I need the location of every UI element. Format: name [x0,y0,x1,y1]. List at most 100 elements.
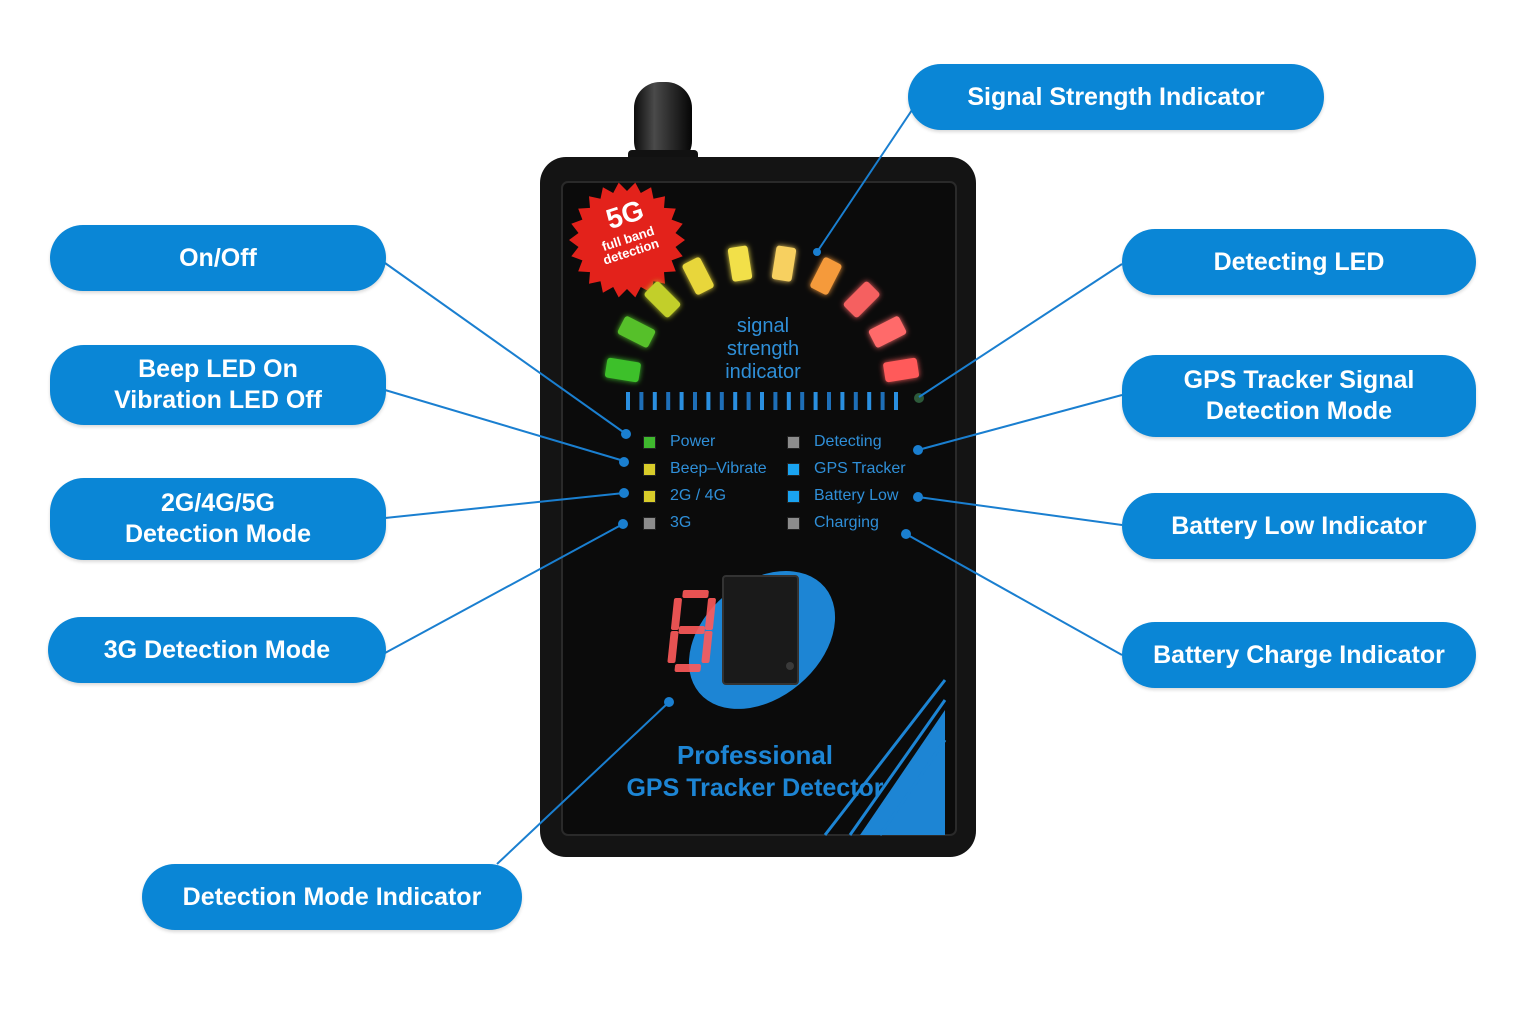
digit-segment-a [682,590,709,598]
mode3g-pointer-dot [618,519,628,529]
digit-segment-f [670,598,682,630]
digit-segment-g [678,626,706,634]
mode-display [688,571,836,709]
tick-16 [827,392,831,410]
tick-4 [666,392,671,410]
signal-segment-2 [617,316,656,348]
signal-strength-caption: signal strength indicator [700,315,826,384]
tick-19 [867,392,872,410]
battery-low-pointer-dot [913,492,923,502]
led-gps-tracker [787,463,800,476]
callout-3g-text: 3G Detection Mode [103,635,331,664]
signal-caption-line3: indicator [725,361,801,383]
led-detecting [787,436,800,449]
callout-battery-low-text: Battery Low Indicator [1171,511,1427,540]
signal-segment-7 [810,257,842,295]
led-label-charging: Charging [814,514,879,531]
5g-badge [569,182,685,298]
brand-line2: GPS Tracker Detector [626,774,884,802]
tick-11 [760,392,764,410]
tick-17 [840,392,845,410]
signal-segment-9 [868,316,907,348]
led-label-gps-tracker: GPS Tracker [814,460,906,477]
digit-segment-b [704,598,716,630]
callout-gps-line1: GPS Tracker Signal [1183,366,1415,394]
tick-14 [800,392,805,410]
led-label-detecting: Detecting [814,433,882,450]
callout-signal-strength-text: Signal Strength Indicator [967,82,1265,111]
callout-gps-line2: Detection Mode [1205,397,1393,425]
signal-caption-line1: signal [736,315,790,337]
tick-1 [626,392,630,410]
digit-segment-d [674,664,702,672]
tick-20 [880,392,885,410]
signal-segment-5 [727,245,753,282]
signal-segment-4 [682,257,714,295]
digit-segment-c [701,631,713,663]
callout-245-line1: 2G/4G/5G [161,489,275,517]
tick-18 [853,392,858,410]
callout-on-off-text: On/Off [179,243,257,272]
callout-detection-mode-indicator: Detection Mode Indicator [142,864,522,930]
tick-6 [693,392,697,410]
gps-pointer-dot [913,445,923,455]
corner-stripe [860,710,945,835]
tick-12 [773,392,778,410]
callout-gps-tracker-mode: GPS Tracker Signal Detection Mode [1122,355,1476,437]
callout-2g4g5g-mode: 2G/4G/5G Detection Mode [50,478,386,560]
callout-3g-mode: 3G Detection Mode [48,617,386,683]
callout-beep-vibration: Beep LED On Vibration LED Off [50,345,386,425]
callout-signal-strength: Signal Strength Indicator [908,64,1324,130]
callout-beep-line1: Beep LED On [138,355,298,383]
onoff-pointer-dot [621,429,631,439]
tick-2 [639,392,644,410]
led-2g-4g [643,490,656,503]
callout-detecting-led: Detecting LED [1122,229,1476,295]
callout-battery-charge-text: Battery Charge Indicator [1153,640,1445,669]
led-label-beep-vibrate: Beep–Vibrate [670,460,767,477]
callout-detecting-led-text: Detecting LED [1213,247,1385,276]
tick-5 [679,392,684,410]
signal-segment-8 [843,281,880,318]
tick-15 [813,392,818,410]
led-label-2g-4g: 2G / 4G [670,487,727,504]
led-label-3g: 3G [670,514,692,531]
leader-lines [384,109,1123,865]
antenna [628,82,698,168]
corner-stripes [823,679,947,836]
callout-battery-charge: Battery Charge Indicator [1122,622,1476,688]
signal-tick-bar [626,392,898,410]
tick-13 [786,392,791,410]
mode245-pointer-dot [619,488,629,498]
tick-7 [706,392,711,410]
signal-pointer-dot [813,248,821,256]
tick-3 [652,392,657,410]
callout-on-off: On/Off [50,225,386,291]
display-pointer-dot [664,697,674,707]
digit-segment-e [667,631,679,663]
signal-segment-10 [883,357,920,383]
signal-segment-1 [604,357,641,383]
tick-21 [894,392,898,410]
signal-arc [604,245,920,383]
signal-segment-3 [644,281,681,318]
callout-beep-line2: Vibration LED Off [114,386,322,414]
led-charging [787,517,800,530]
led-power [643,436,656,449]
signal-caption-line2: strength [726,338,800,360]
tick-8 [719,392,724,410]
led-beep-vibrate [643,463,656,476]
callout-detection-mode-text: Detection Mode Indicator [182,882,482,911]
beep-pointer-dot [619,457,629,467]
callout-245-line2: Detection Mode [124,520,312,548]
led-3g [643,517,656,530]
tick-9 [733,392,738,410]
callout-battery-low: Battery Low Indicator [1122,493,1476,559]
brand-line1: Professional [676,740,834,770]
led-label-battery-low: Battery Low [814,487,899,504]
signal-segment-6 [771,245,797,282]
led-label-power: Power [670,433,716,450]
led-battery-low [787,490,800,503]
